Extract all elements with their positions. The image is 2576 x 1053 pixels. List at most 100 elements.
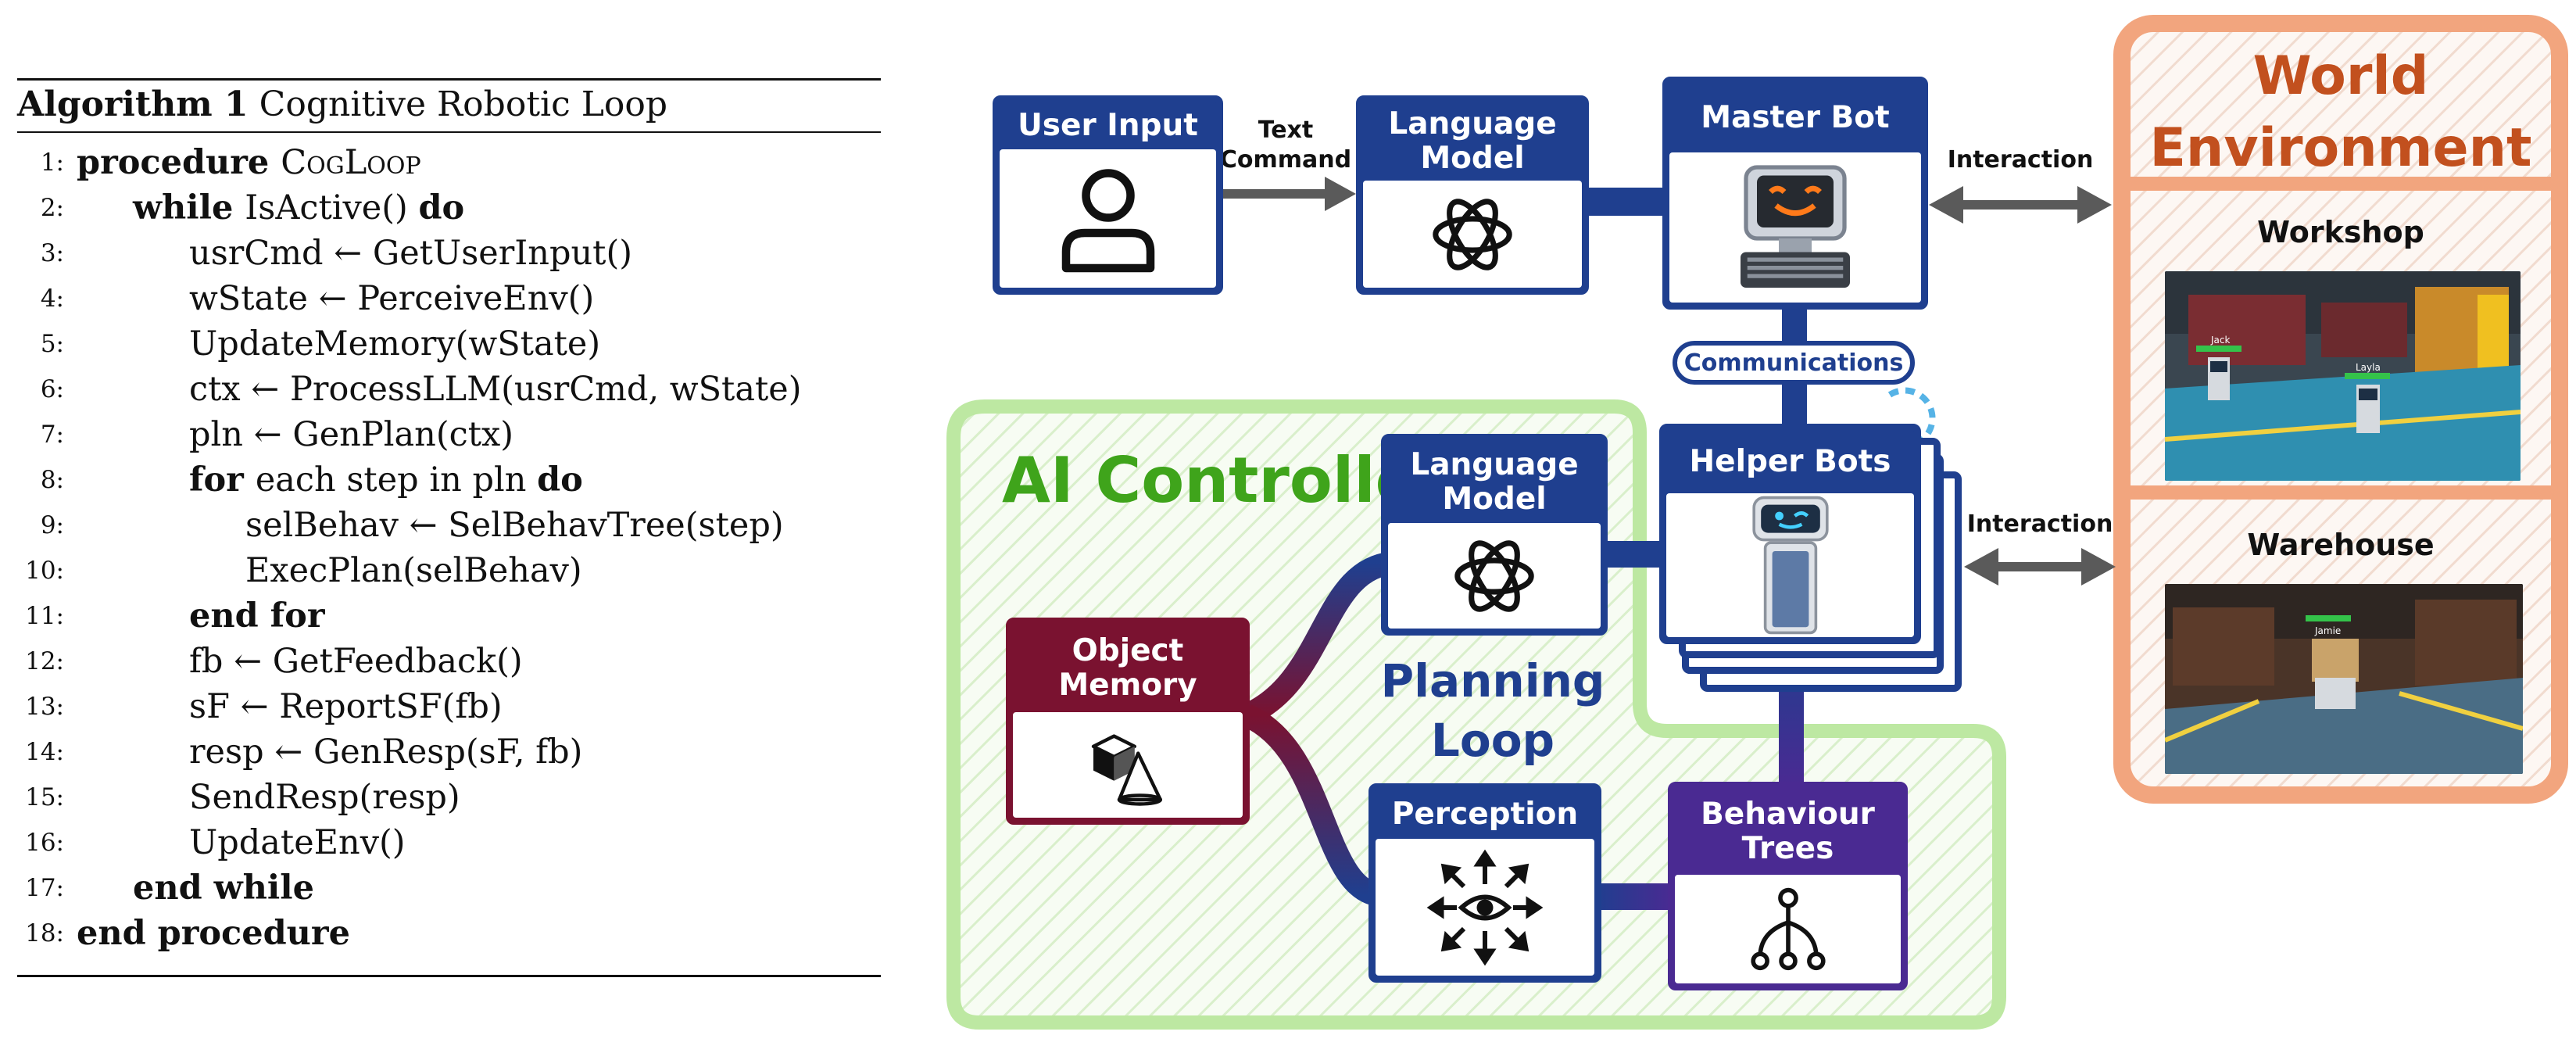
behaviour-trees-box: Behaviour Trees	[1668, 782, 1908, 990]
keyword: procedure	[77, 143, 281, 182]
top-rule	[17, 78, 881, 81]
line-code: SendResp(resp)	[189, 775, 460, 820]
code-text: wState ← PerceiveEnv()	[189, 279, 595, 318]
algorithm-line: 6:ctx ← ProcessLLM(usrCmd, wState)	[17, 367, 881, 412]
perception-title: Perception	[1391, 797, 1579, 833]
line-code: for each step in pln do	[189, 457, 583, 503]
warehouse-scene: Jamie	[2165, 584, 2523, 774]
object-memory-title: Object Memory	[1058, 633, 1197, 703]
line-code: ExecPlan(selBehav)	[245, 548, 582, 593]
interaction-top-arrowhead-right	[2077, 186, 2112, 224]
master-bot-title: Master Bot	[1701, 100, 1890, 136]
algorithm-line: 16: UpdateEnv()	[17, 820, 881, 865]
line-number: 4:	[40, 285, 64, 313]
line-number: 3:	[40, 239, 64, 267]
line-code: wState ← PerceiveEnv()	[189, 276, 594, 321]
behaviour-trees-title: Behaviour Trees	[1701, 797, 1875, 866]
algorithm-line: 14: resp ← GenResp(sF, fb)	[17, 729, 881, 775]
keyword: do	[537, 460, 583, 500]
caption-rule	[17, 131, 881, 133]
code-text: UpdateMemory(wState)	[189, 324, 601, 364]
line-code: UpdateEnv()	[189, 820, 406, 865]
code-text: CogLoop	[281, 143, 421, 182]
memory-lm-connector	[1241, 551, 1400, 726]
algorithm-line: 17: end while	[17, 865, 881, 911]
keyword: end while	[133, 869, 314, 908]
code-text: ExecPlan(selBehav)	[245, 551, 582, 590]
helper-bots-body	[1666, 493, 1914, 637]
user-input-title: User Input	[1018, 108, 1198, 144]
workshop-robot-label-1: Jack	[2210, 335, 2230, 346]
language-model-top-title: Language Model	[1388, 106, 1557, 176]
language-model-top-box: Language Model	[1356, 95, 1589, 295]
algorithm-caption-label: Algorithm 1	[17, 84, 249, 124]
algorithm-line: 4: wState ← PerceiveEnv()	[17, 276, 881, 321]
warehouse-robot-label-1: Jamie	[2314, 625, 2341, 636]
algorithm-caption: Algorithm 1 Cognitive Robotic Loop	[17, 84, 667, 124]
code-text: each step in pln	[255, 460, 538, 500]
line-number: 5:	[40, 330, 64, 358]
warehouse-scene-image: Jamie	[2165, 584, 2523, 774]
keyword: do	[418, 188, 465, 227]
cube-cone-icon	[1091, 733, 1162, 806]
line-code: pln ← GenPlan(ctx)	[189, 412, 513, 457]
line-number: 2:	[40, 194, 64, 222]
helper-bots-title: Helper Bots	[1689, 444, 1891, 480]
algorithm-caption-title: Cognitive Robotic Loop	[259, 84, 668, 124]
line-number: 8:	[40, 466, 64, 494]
helper-bots-box: Helper Bots	[1659, 424, 1921, 644]
interaction-bottom-arrowhead-right	[2081, 548, 2116, 586]
ailm-helper-connector	[1602, 541, 1663, 568]
keyword: for	[189, 460, 256, 500]
code-text: ctx ← ProcessLLM(usrCmd, wState)	[189, 370, 802, 409]
line-number: 17:	[25, 874, 64, 902]
workshop-scene-image: Jack Layla	[2165, 271, 2521, 481]
communications-label: Communications	[1683, 349, 1904, 377]
algorithm-line: 10: ExecPlan(selBehav)	[17, 548, 881, 593]
text-command-arrowhead	[1325, 177, 1356, 211]
master-bot-body	[1669, 152, 1921, 303]
line-number: 12:	[25, 647, 64, 675]
memory-perception-connector	[1241, 704, 1385, 907]
line-number: 11:	[25, 602, 64, 630]
perception-bt-connector	[1594, 883, 1673, 910]
line-number: 16:	[25, 829, 64, 857]
line-number: 14:	[25, 738, 64, 766]
perception-box: Perception	[1368, 783, 1601, 983]
behaviour-trees-body	[1675, 875, 1901, 983]
code-text: SendResp(resp)	[189, 778, 460, 817]
code-text: fb ← GetFeedback()	[189, 642, 523, 681]
text-command-label: Text Command	[1219, 116, 1352, 174]
keyword: end for	[189, 596, 325, 636]
ai-controller-title: AI Controller	[1002, 444, 1449, 517]
line-code: selBehav ← SelBehavTree(step)	[245, 503, 784, 548]
warehouse-label: Warehouse	[2247, 528, 2435, 562]
user-icon	[1061, 168, 1154, 272]
line-code: resp ← GenResp(sF, fb)	[189, 729, 582, 775]
interaction-bottom-label: Interaction	[1966, 510, 2113, 538]
line-number: 15:	[25, 783, 64, 811]
line-code: end for	[189, 593, 325, 639]
interaction-top-label: Interaction	[1947, 146, 2094, 174]
code-text: IsActive()	[245, 188, 419, 227]
algorithm-line: 12: fb ← GetFeedback()	[17, 639, 881, 684]
line-number: 10:	[25, 557, 64, 585]
line-number: 18:	[25, 919, 64, 947]
planning-loop-label: Planning Loop	[1380, 654, 1605, 767]
workshop-scene: Jack Layla	[2165, 271, 2521, 481]
line-code: sF ← ReportSF(fb)	[189, 684, 503, 729]
tree-structure-icon	[1750, 887, 1826, 970]
algorithm-line: 2: while IsActive() do	[17, 185, 881, 231]
openai-logo-icon	[1454, 539, 1534, 612]
line-code: fb ← GetFeedback()	[189, 639, 523, 684]
object-memory-box: Object Memory	[1006, 618, 1250, 825]
algorithm-line: 3:usrCmd ← GetUserInput()	[17, 231, 881, 276]
line-code: UpdateMemory(wState)	[189, 321, 600, 367]
keyword: while	[133, 188, 245, 227]
line-number: 7:	[40, 421, 64, 449]
algorithm-line: 15: SendResp(resp)	[17, 775, 881, 820]
master-bot-box: Master Bot	[1662, 77, 1928, 310]
algorithm-line: 9:selBehav ← SelBehavTree(step)	[17, 503, 881, 548]
line-code: procedure CogLoop	[77, 140, 421, 185]
